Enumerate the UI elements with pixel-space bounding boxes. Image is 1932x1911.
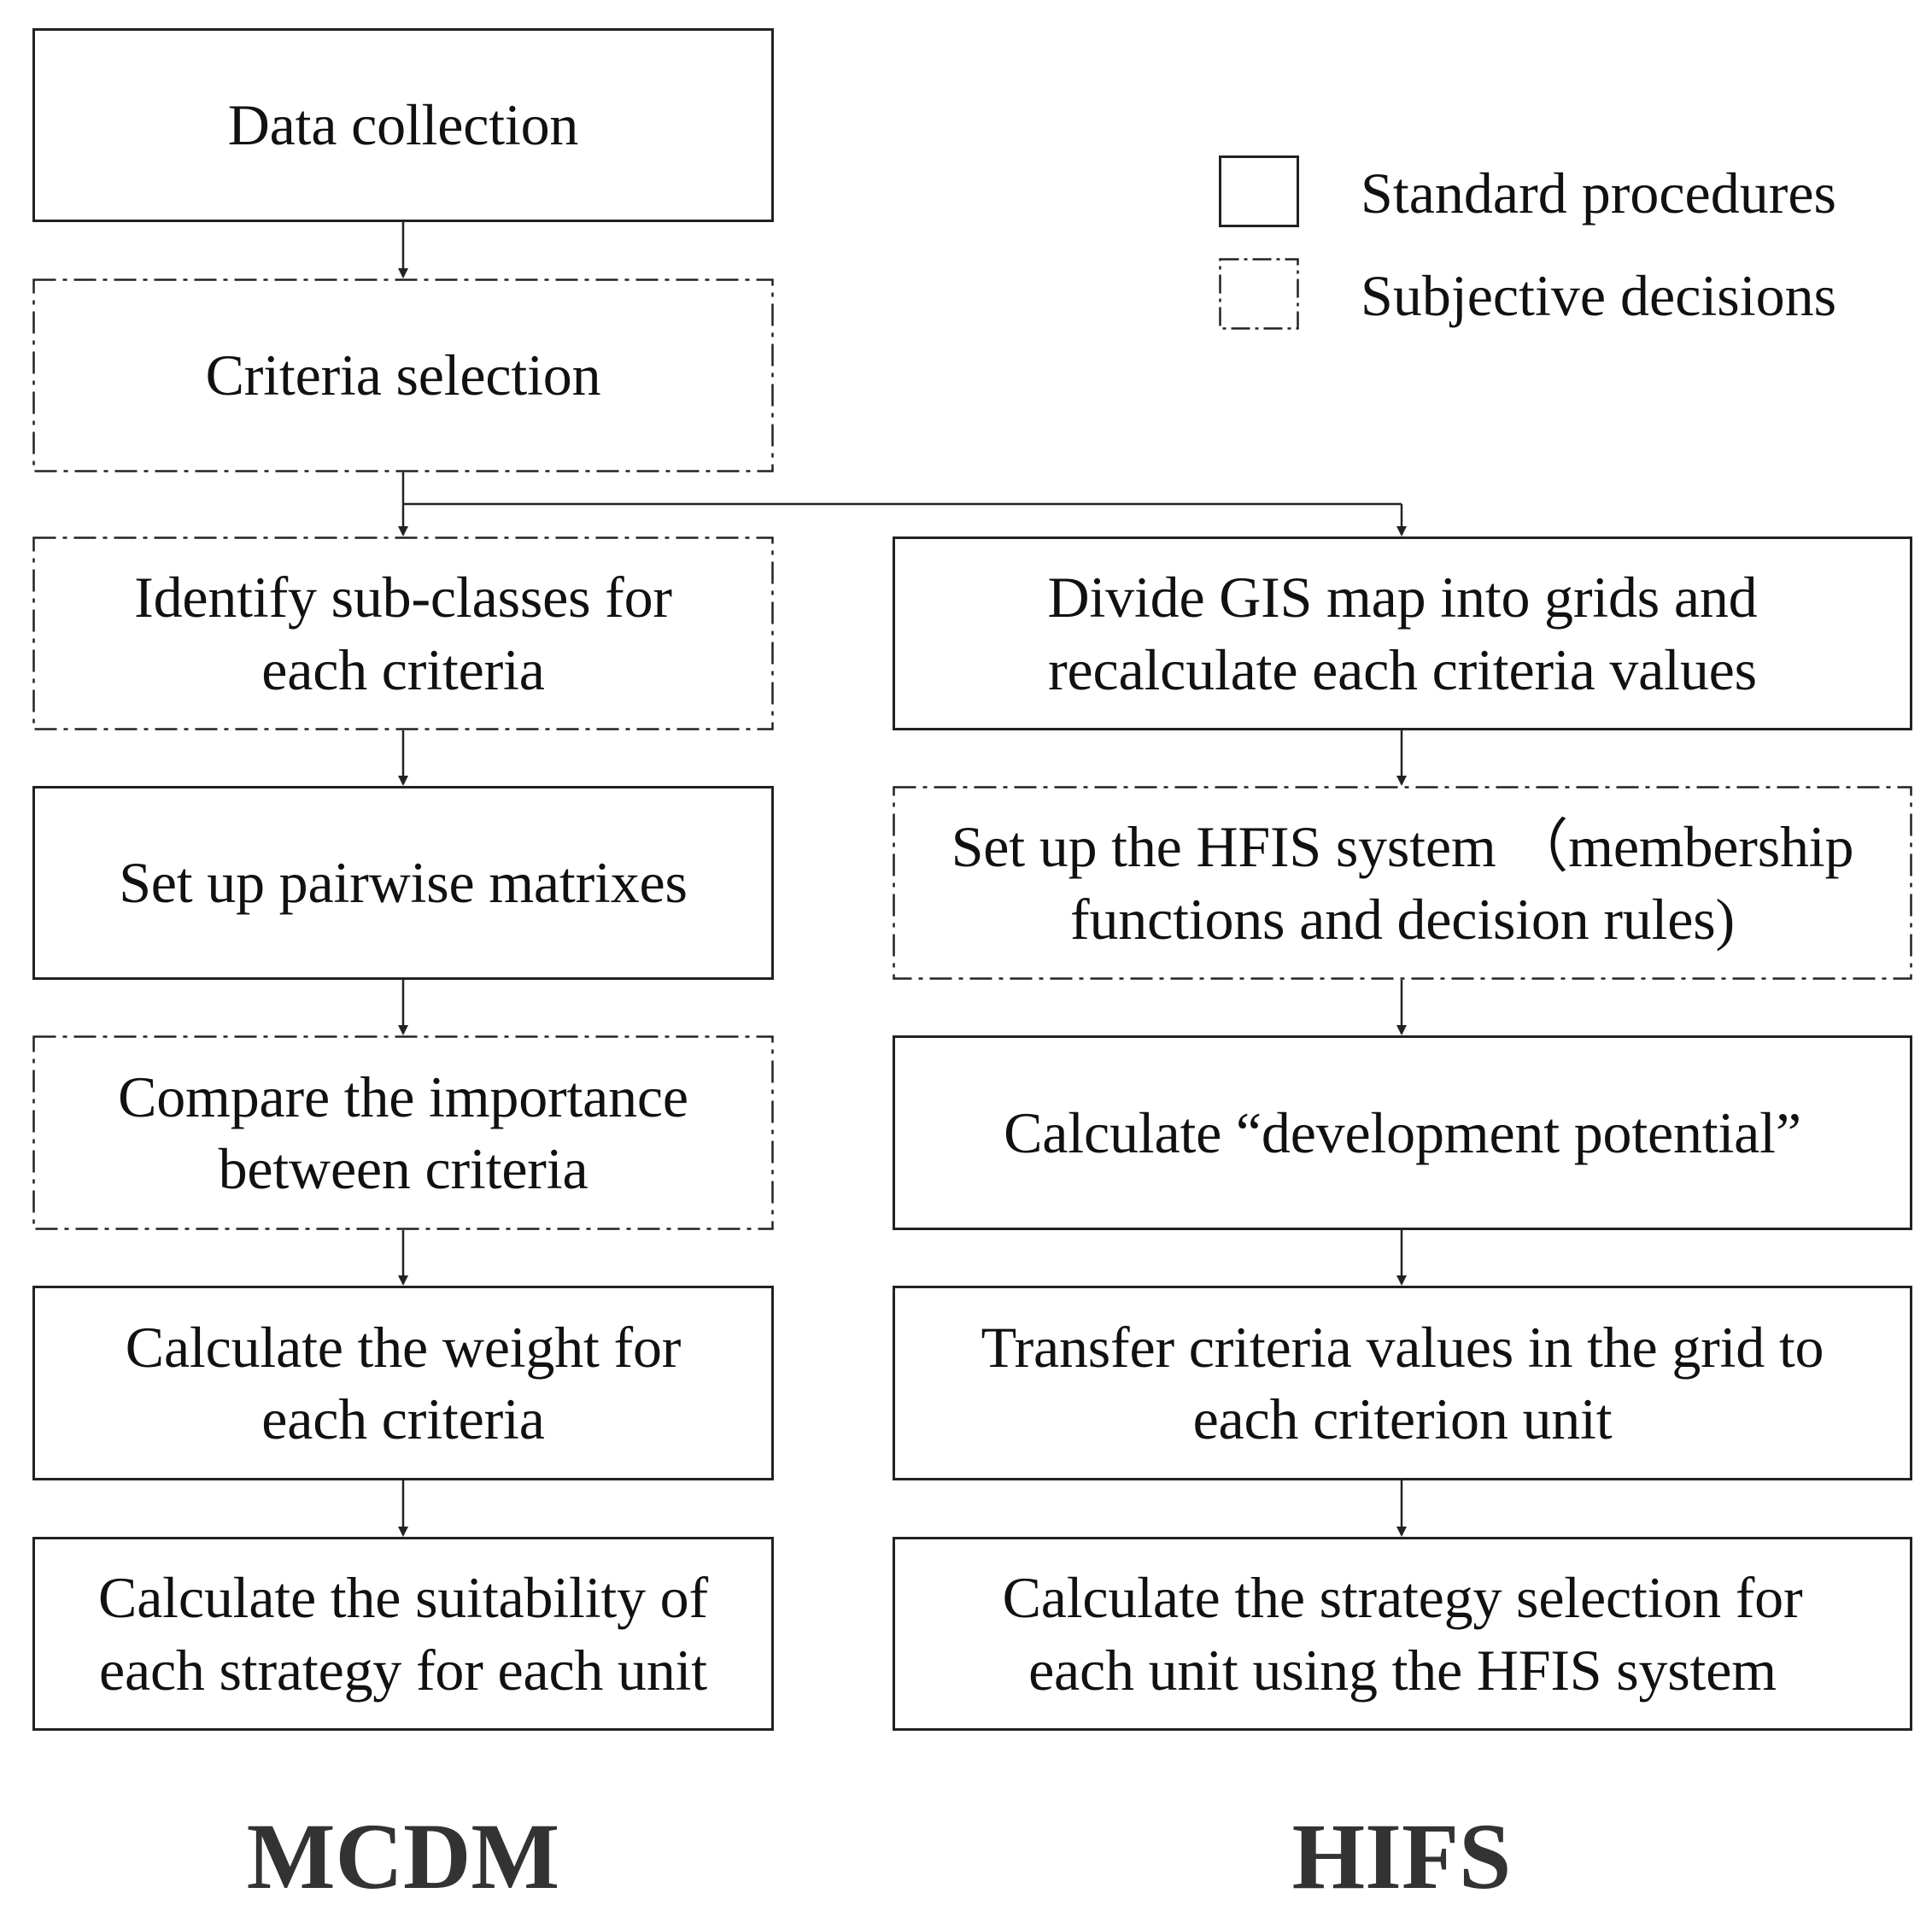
hifs-step-divide-gis-map: Divide GIS map into grids and recalculat… bbox=[893, 536, 1912, 730]
mcdm-step-criteria-selection-text: Criteria selection bbox=[205, 343, 601, 408]
mcdm-step-data-collection: Data collection bbox=[32, 28, 774, 222]
hifs-step-strategy-selection-text: Calculate the strategy selection for eac… bbox=[1002, 1565, 1803, 1703]
legend-subjective-swatch bbox=[1219, 258, 1299, 330]
hifs-step-transfer-values-text: Transfer criteria values in the grid to … bbox=[981, 1314, 1824, 1451]
mcdm-step-identify-subclasses-text: Identify sub-classes for each criteria bbox=[134, 565, 672, 702]
hifs-step-strategy-selection: Calculate the strategy selection for eac… bbox=[893, 1537, 1912, 1731]
hifs-step-setup-hfis-system: Set up the HFIS system （membership funct… bbox=[893, 786, 1912, 980]
mcdm-step-compare-importance: Compare the importance between criteria bbox=[32, 1035, 774, 1230]
hifs-step-development-potential-text: Calculate “development potential” bbox=[1004, 1099, 1801, 1165]
mcdm-step-calculate-weight: Calculate the weight for each criteria bbox=[32, 1286, 774, 1480]
mcdm-step-data-collection-text: Data collection bbox=[227, 92, 579, 158]
mcdm-step-calculate-weight-text: Calculate the weight for each criteria bbox=[125, 1314, 682, 1451]
dash-dot-border-rect bbox=[893, 786, 1912, 980]
legend-standard-label: Standard procedures bbox=[1361, 161, 1837, 226]
dash-dot-border bbox=[32, 536, 774, 730]
mcdm-step-identify-subclasses: Identify sub-classes for each criteria bbox=[32, 536, 774, 730]
dash-dot-border-rect bbox=[32, 278, 774, 472]
mcdm-step-pairwise-matrixes-text: Set up pairwise matrixes bbox=[119, 850, 688, 916]
legend-subjective-label: Subjective decisions bbox=[1361, 263, 1837, 328]
dash-dot-border bbox=[893, 786, 1912, 980]
mcdm-step-suitability: Calculate the suitability of each strate… bbox=[32, 1537, 774, 1731]
dash-dot-border-rect bbox=[32, 536, 774, 730]
mcdm-step-pairwise-matrixes: Set up pairwise matrixes bbox=[32, 786, 774, 980]
hifs-step-setup-hfis-system-text: Set up the HFIS system （membership funct… bbox=[951, 814, 1854, 952]
dash-dot-border bbox=[32, 278, 774, 472]
mcdm-step-criteria-selection: Criteria selection bbox=[32, 278, 774, 472]
legend-standard-swatch bbox=[1219, 155, 1299, 227]
dash-dot-border-rect bbox=[32, 1035, 774, 1230]
dash-dot-border bbox=[32, 1035, 774, 1230]
mcdm-column-title: MCDM bbox=[246, 1804, 560, 1908]
mcdm-step-suitability-text: Calculate the suitability of each strate… bbox=[98, 1565, 708, 1703]
hifs-step-divide-gis-map-text: Divide GIS map into grids and recalculat… bbox=[1047, 565, 1758, 702]
hifs-step-transfer-values: Transfer criteria values in the grid to … bbox=[893, 1286, 1912, 1480]
hifs-step-development-potential: Calculate “development potential” bbox=[893, 1035, 1912, 1230]
mcdm-step-compare-importance-text: Compare the importance between criteria bbox=[118, 1064, 688, 1201]
hifs-column-title: HIFS bbox=[1291, 1804, 1512, 1908]
